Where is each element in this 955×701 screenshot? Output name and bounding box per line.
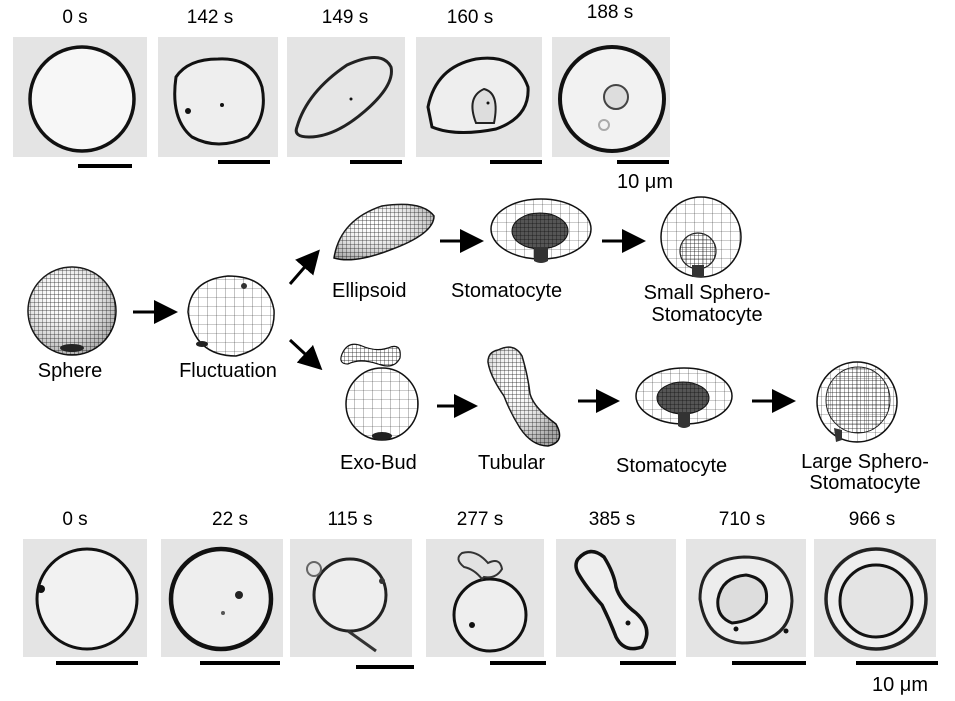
scale-bar-top-4 [490,160,542,164]
top-time-label-3: 149 s [321,7,369,28]
bottom-time-label-3: 115 s [327,509,373,530]
micrograph-top-2 [158,37,278,157]
micrograph-bottom-5 [556,539,676,657]
model-exo-bud [336,336,428,446]
micrograph-top-4 [416,37,542,157]
scale-label-bottom: 10 μm [872,674,928,696]
scale-bar-bottom-5 [620,661,676,665]
model-large-sphero-stomatocyte [812,360,902,446]
scale-label-top: 10 μm [617,171,673,193]
scale-bar-top-5 [617,160,669,164]
model-sphere [22,262,122,362]
top-time-label-1: 0 s [62,7,88,28]
scale-bar-bottom-4 [490,661,546,665]
bottom-time-label-6: 710 s [718,509,766,530]
label-tubular: Tubular [478,452,546,474]
scale-bar-top-3 [350,160,402,164]
micrograph-bottom-7 [814,539,936,657]
scale-bar-bottom-1 [56,661,138,665]
scale-bar-bottom-7 [856,661,938,665]
model-tubular [480,342,570,448]
model-small-sphero-stomatocyte [658,195,744,281]
micrograph-bottom-6 [686,539,806,657]
arrow-fluctuation-to-ellipsoid [288,249,320,285]
bottom-time-label-1: 0 s [62,509,88,530]
label-large-sphero-stomatocyte: Large Sphero- Stomatocyte [801,451,929,494]
micrograph-top-1 [13,37,147,157]
scale-bar-top-2 [218,160,270,164]
scale-bar-bottom-6 [732,661,806,665]
model-stomatocyte-top [488,195,594,269]
scale-bar-top-1 [78,164,132,168]
scale-bar-bottom-3 [356,665,414,669]
scale-bar-bottom-2 [200,661,280,665]
micrograph-top-3 [287,37,405,157]
label-exo-bud: Exo-Bud [340,452,417,474]
model-ellipsoid [330,200,438,270]
model-fluctuation [180,270,280,360]
label-small-sphero-stomatocyte: Small Sphero- Stomatocyte [643,282,771,326]
micrograph-bottom-2 [161,539,283,657]
top-time-label-2: 142 s [186,7,234,28]
micrograph-top-5 [552,37,670,157]
label-fluctuation: Fluctuation [179,360,277,382]
bottom-time-label-4: 277 s [456,509,504,530]
label-stomatocyte-top: Stomatocyte [451,280,563,302]
bottom-time-label-5: 385 s [588,509,636,530]
micrograph-bottom-4 [426,539,544,657]
top-time-label-4: 160 s [446,7,494,28]
label-ellipsoid: Ellipsoid [332,280,407,302]
arrow-fluctuation-to-exobud [288,338,323,371]
label-sphere: Sphere [37,360,103,382]
bottom-time-label-7: 966 s [848,509,896,530]
micrograph-bottom-1 [23,539,147,657]
label-stomatocyte-bottom: Stomatocyte [616,455,728,477]
top-time-label-5: 188 s [586,2,634,23]
model-stomatocyte-bottom [634,364,734,434]
bottom-time-label-2: 22 s [212,509,248,530]
micrograph-bottom-3 [290,539,412,657]
